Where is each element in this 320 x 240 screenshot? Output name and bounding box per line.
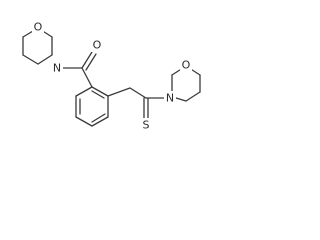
- bond: [75, 86, 93, 97]
- bond: [107, 87, 131, 97]
- atom-o-morpholine-left: O: [32, 20, 44, 34]
- bond-carbonyl-double-b: [85, 53, 97, 71]
- bond: [22, 54, 39, 65]
- chemical-structure: O N O O N S: [22, 20, 201, 132]
- atom-n-morpholine-right: N: [164, 91, 176, 105]
- atom-label: S: [143, 119, 150, 132]
- atom-o-morpholine-right: O: [180, 58, 192, 72]
- atom-s-thione: S: [140, 118, 152, 132]
- amide-linkage: [61, 51, 97, 88]
- bond-carbonyl-double-a: [81, 51, 93, 69]
- bond-aromatic-inner: [91, 113, 106, 123]
- atom-label: N: [53, 62, 61, 75]
- bond: [129, 87, 147, 99]
- bond: [91, 86, 109, 97]
- thioamide-linkage: [107, 87, 167, 119]
- bond: [75, 116, 93, 127]
- atom-n-morpholine-left: N: [51, 61, 63, 75]
- atom-label: O: [34, 21, 43, 34]
- atom-o-carbonyl: O: [91, 38, 103, 52]
- bond: [185, 91, 201, 102]
- bond: [91, 116, 109, 127]
- atom-label: O: [182, 59, 191, 72]
- bond: [37, 54, 53, 65]
- atom-label: N: [166, 92, 174, 105]
- bond: [81, 67, 93, 88]
- atom-label: O: [93, 39, 102, 52]
- benzene-ring: [75, 86, 109, 127]
- bond: [175, 97, 187, 102]
- bond-aromatic-inner: [91, 90, 105, 99]
